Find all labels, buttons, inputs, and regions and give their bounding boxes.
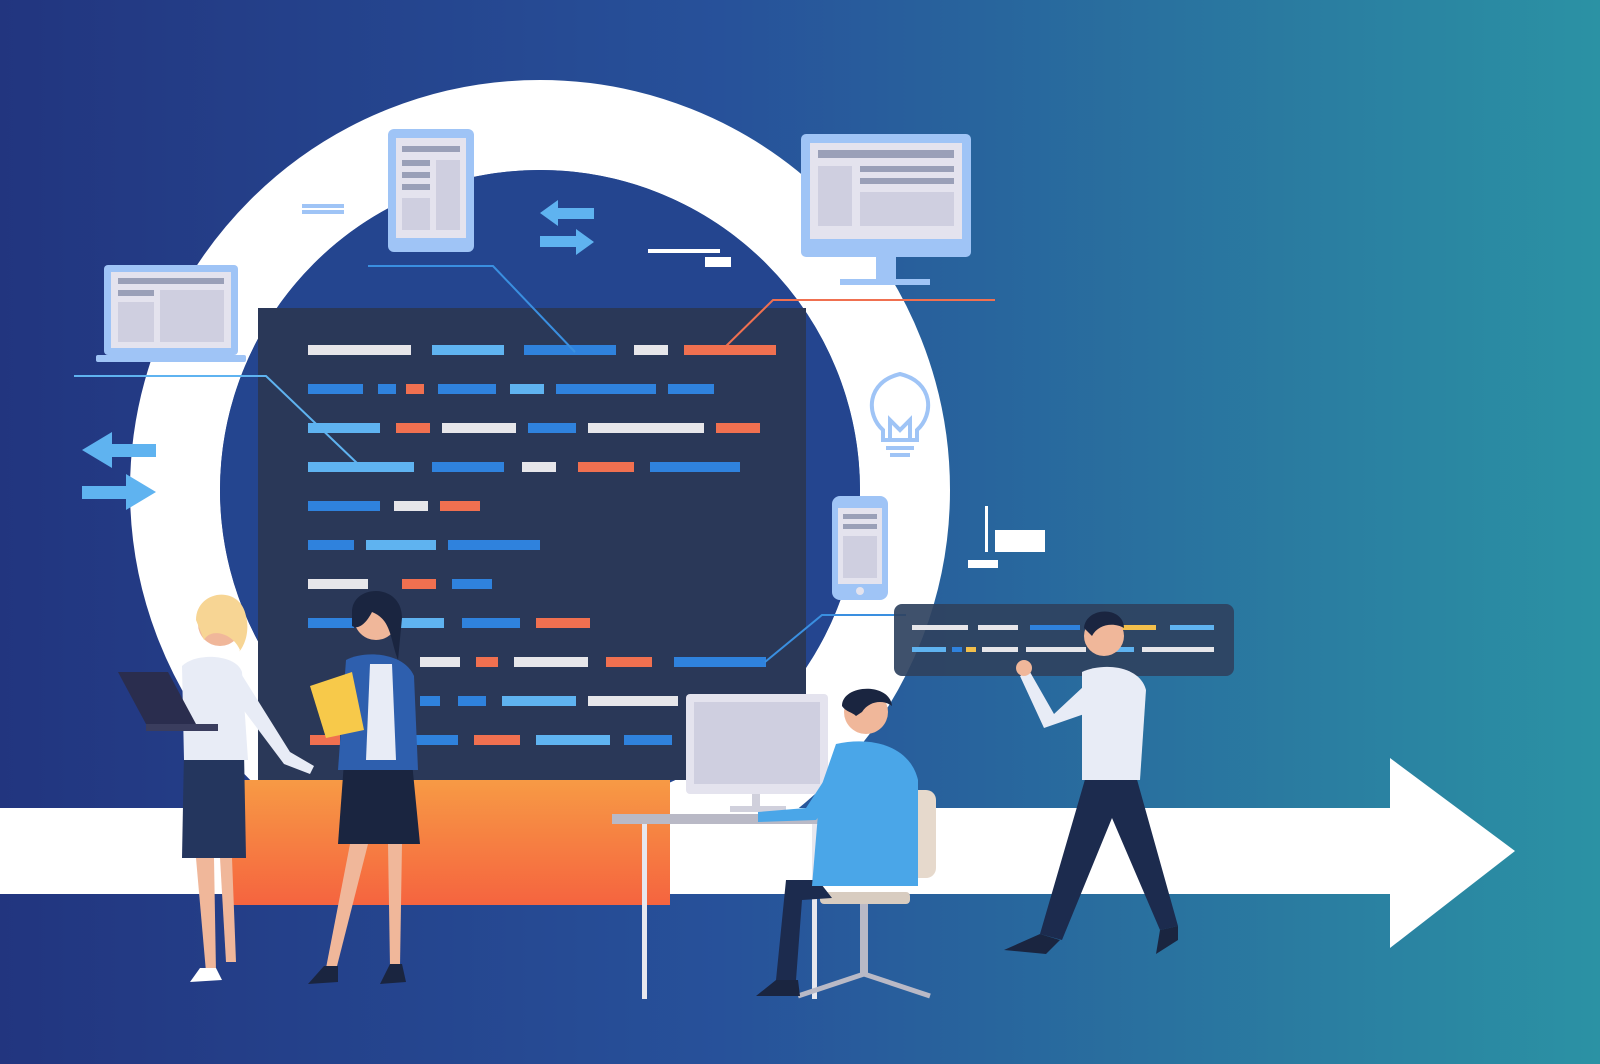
desktop-monitor-icon [801, 134, 971, 285]
code-lines [308, 345, 776, 745]
seated-person [756, 688, 936, 999]
decor-dashes [302, 204, 1045, 568]
work-desk [612, 694, 828, 999]
tablet-icon [388, 129, 474, 252]
orange-stage [230, 780, 670, 905]
connector-lines [74, 265, 995, 663]
walking-person [1004, 611, 1178, 954]
laptop-icon [96, 265, 246, 362]
swap-arrows-icon [82, 432, 156, 510]
woman-with-laptop [118, 594, 314, 982]
smartphone-icon [832, 496, 888, 600]
woman-with-folder [308, 590, 420, 984]
swap-arrows-icon [540, 200, 594, 255]
floating-code-card [894, 604, 1234, 676]
lightbulb-icon [869, 371, 931, 457]
